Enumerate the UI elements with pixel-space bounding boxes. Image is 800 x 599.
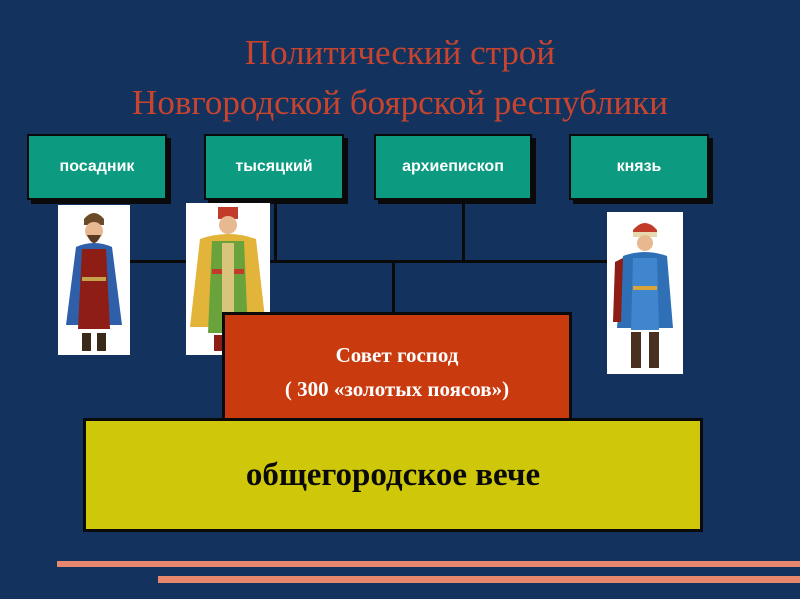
knyaz-illustration [613,223,673,368]
title-line-1: Политический строй [244,33,556,72]
assembly-box: общегородское вече [83,418,703,532]
connector-horizontal [96,260,611,263]
decor-stripe-bottom [158,576,800,583]
title-line-2: Новгородской боярской республики [132,83,668,122]
role-archbishop: архиепископ [374,134,532,200]
council-subtitle: ( 300 «золотых поясов») [284,377,510,401]
decor-stripe-top [57,561,800,567]
posadnik-illustration [66,213,122,351]
connector-tysyatsky [274,198,277,261]
posadnik-figure [58,205,130,355]
knyaz-figure [607,212,683,374]
council-title: Совет господ [335,343,459,367]
council-box: Совет господ ( 300 «золотых поясов») [222,312,572,422]
connector-archbishop [462,198,465,261]
connector-council [392,261,395,313]
role-knyaz: князь [569,134,709,200]
role-posadnik: посадник [27,134,167,200]
role-tysyatsky: тысяцкий [204,134,344,200]
